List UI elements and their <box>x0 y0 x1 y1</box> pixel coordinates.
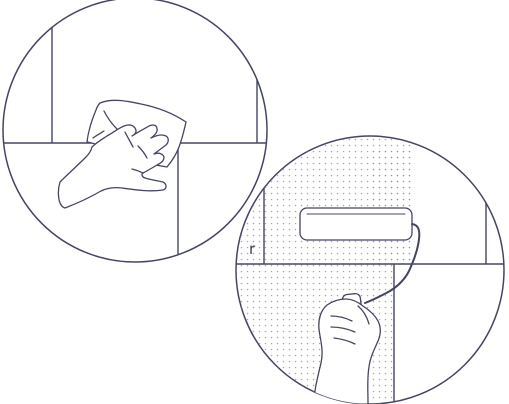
paint-scene-group <box>236 136 505 404</box>
wipe-scene-group <box>0 0 280 262</box>
roller-head <box>300 208 412 240</box>
painted-stripe-center <box>370 150 415 264</box>
stray-text-fragment: r <box>249 242 255 257</box>
